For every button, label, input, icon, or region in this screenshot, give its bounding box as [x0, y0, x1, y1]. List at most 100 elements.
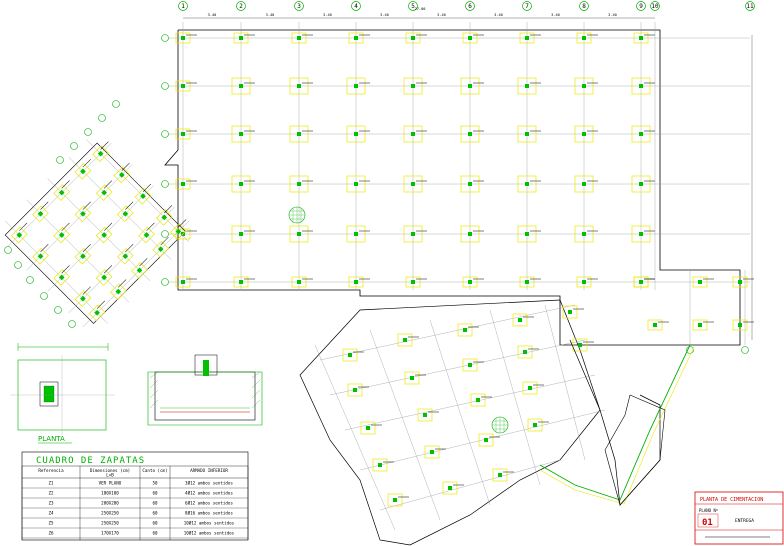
- footing-tag: [103, 265, 113, 274]
- footing: [460, 225, 480, 243]
- grid-bubble: [351, 1, 361, 11]
- left-rotated-wing: [4, 139, 190, 328]
- footing: [32, 247, 49, 265]
- grid-bubble: [465, 1, 475, 11]
- grid-bubble: [178, 1, 188, 11]
- column: [122, 210, 129, 217]
- footing: [175, 80, 191, 92]
- column: [468, 363, 472, 367]
- table-cell: 100X100: [101, 491, 119, 496]
- column: [582, 132, 586, 136]
- column: [393, 498, 397, 502]
- table-header: ARMADO INFERIOR: [190, 468, 228, 473]
- plano-number: 01: [702, 518, 713, 528]
- column: [568, 310, 572, 314]
- footing: [478, 433, 494, 447]
- footing: [110, 283, 127, 300]
- footing-tag: [96, 300, 106, 309]
- footing: [517, 225, 537, 243]
- column: [498, 473, 502, 477]
- footing: [522, 381, 538, 395]
- column: [115, 288, 122, 295]
- table-header: Canto (cm): [142, 468, 167, 473]
- column: [518, 318, 522, 322]
- grid-bubble-side: [161, 230, 169, 238]
- grid-bubble: [522, 1, 532, 11]
- footing: [95, 269, 113, 286]
- footing: [348, 276, 364, 288]
- footing: [462, 358, 478, 372]
- column: [525, 182, 529, 186]
- dimension-text: 3.40: [208, 13, 217, 17]
- footing: [175, 128, 191, 140]
- vertical-grid-lines: [182, 22, 746, 345]
- zapatas-title: CUADRO DE ZAPATAS: [36, 456, 145, 466]
- table-cell: 60: [152, 491, 158, 496]
- footing: [442, 481, 458, 495]
- grid-bubble-bottom: [741, 346, 749, 354]
- table-cell: Z3: [48, 501, 54, 506]
- footing: [74, 205, 92, 223]
- footing: [405, 32, 421, 44]
- column: [354, 232, 358, 236]
- column: [523, 350, 527, 354]
- column: [297, 36, 301, 40]
- footing-tag: [82, 159, 91, 168]
- grid-bubble-label: 7: [525, 3, 529, 10]
- column: [430, 450, 434, 454]
- column: [58, 232, 65, 238]
- footing: [113, 166, 131, 184]
- grid-bubble: [112, 100, 120, 108]
- grid-bubble-side: [161, 130, 169, 138]
- dimension-text: 3.40: [437, 13, 446, 17]
- footing: [360, 421, 376, 435]
- footing: [527, 418, 543, 432]
- column: [239, 132, 243, 136]
- column: [698, 280, 702, 284]
- footing-tag: [121, 162, 130, 171]
- table-cell: Z1: [48, 481, 54, 486]
- column: [582, 232, 586, 236]
- grid-bubble: [636, 1, 646, 11]
- table-header: Dimensiones (cm)L×B: [90, 468, 130, 478]
- column: [525, 36, 529, 40]
- column: [37, 210, 44, 217]
- column: [639, 36, 643, 40]
- footing: [633, 276, 649, 288]
- table-cell: 4Ø12 ambos sentidos: [185, 491, 233, 496]
- column: [411, 182, 415, 186]
- footing-tag: [142, 183, 151, 193]
- column: [738, 280, 742, 284]
- footing: [692, 276, 708, 288]
- title-block-subtitle: ENTREGA: [735, 518, 754, 524]
- footing: [53, 269, 70, 286]
- dimension-text: 3.40: [266, 13, 275, 17]
- column: [411, 132, 415, 136]
- footing: [346, 175, 366, 193]
- column: [136, 267, 143, 274]
- column: [348, 353, 352, 357]
- left-wing-bubbles: [4, 100, 120, 328]
- footing: [576, 32, 592, 44]
- footing-tag: [82, 286, 91, 295]
- grid-bubble: [40, 292, 48, 300]
- grid-bubble-label: 11: [746, 3, 754, 10]
- column: [525, 132, 529, 136]
- column: [653, 323, 657, 327]
- title-block: PLANTA DE CIMENTACION PLANO Nº 01 ENTREG…: [694, 491, 784, 545]
- footing: [574, 77, 594, 95]
- footing: [11, 226, 28, 244]
- column: [58, 274, 65, 281]
- column: [738, 323, 742, 327]
- section-detail: [147, 354, 263, 426]
- footing: [517, 175, 537, 193]
- column: [143, 232, 150, 238]
- footing: [170, 223, 187, 240]
- column: [403, 338, 407, 342]
- footing: [631, 125, 651, 143]
- footing: [289, 175, 309, 193]
- horizontal-grid-lines: [165, 37, 750, 283]
- footing-tag: [178, 219, 187, 228]
